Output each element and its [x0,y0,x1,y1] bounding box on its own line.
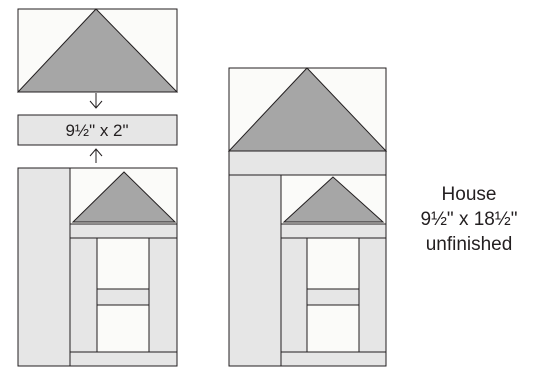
assembled-window-top-strip [280,223,387,239]
house-body-exploded [17,167,178,367]
window-top-strip [69,223,178,239]
house-caption: House 9½" x 18½" unfinished [398,182,540,257]
window-middle-bar [96,288,150,306]
roof-unit-exploded [16,8,179,93]
strip-rect [17,114,178,146]
assembled-window-middle-bar [306,288,360,306]
assembled-strip [228,150,387,176]
roof-triangle [16,8,179,93]
arrow-down-icon [89,93,103,109]
caption-size: 9½" x 18½" [420,209,518,230]
strip-dimension-label: 9½" x 2" [65,121,128,140]
assembled-gable-triangle [282,176,385,223]
arrow-up-icon [89,148,103,163]
house-assembled [227,67,388,367]
connecting-strip [17,114,178,146]
caption-status: unfinished [425,234,513,255]
caption-title: House [441,184,497,205]
gable-triangle [71,171,177,223]
